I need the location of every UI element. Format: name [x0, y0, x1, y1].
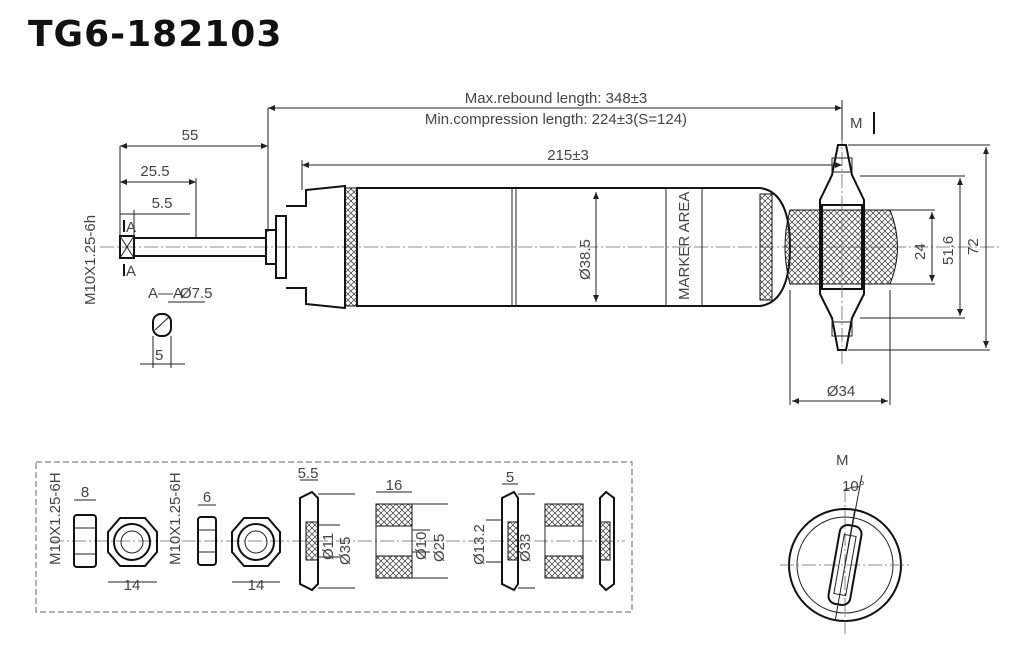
dimensions: Max.rebound length: 348±3 Min.compressio…: [82, 90, 990, 405]
view-m-pin: [827, 510, 863, 620]
washer2-inner: Ø13.2: [471, 524, 488, 565]
washer2-thickness: 5: [506, 469, 514, 486]
nut1-thread: M10X1.25-6H: [47, 472, 64, 565]
nut2-across: 14: [248, 577, 265, 594]
nut1-front: [107, 517, 158, 567]
dim-section-diameter: Ø7.5: [180, 285, 213, 302]
marker-area-box: [665, 187, 703, 307]
part-number-title: TG6-182103: [28, 14, 283, 55]
washer2-outer: Ø33: [517, 534, 534, 562]
washer1-inner: Ø11: [320, 533, 337, 560]
section-aa-shape: [152, 313, 172, 337]
bushing1-upper: [375, 503, 413, 527]
seal-hatch: [344, 187, 358, 307]
eye-bushing: [784, 209, 898, 285]
nut1-across: 14: [124, 577, 141, 594]
dim-thread: M10X1.25-6h: [82, 215, 99, 305]
washer3-profile: [599, 490, 615, 592]
mounting-kit-parts: 8 M10X1.25-6H 14 6 M10X1.25-6H 14 5.5 Ø1…: [35, 461, 633, 613]
bushing2-upper: [544, 503, 584, 527]
kit-box: [35, 461, 633, 613]
mounting-pin: [819, 144, 865, 351]
bushing1-inner: Ø10: [413, 532, 430, 560]
dim-55: 55: [182, 127, 199, 144]
washer1-profile: [299, 490, 319, 592]
section-a-top: A: [126, 219, 136, 236]
nut2-front: [231, 517, 281, 567]
view-m-detail: M 10°: [780, 452, 910, 635]
bushing2-lower: [544, 555, 584, 579]
dim-min-compression: Min.compression length: 224±3(S=124): [425, 111, 687, 128]
dim-body-diameter: Ø38.5: [577, 239, 594, 280]
nut2-side: [197, 516, 217, 566]
view-m-marker: M: [850, 115, 863, 132]
nut2-thread: M10X1.25-6H: [167, 472, 184, 565]
dim-section-flat: 5: [155, 347, 163, 364]
bushing1-width: 16: [386, 477, 403, 494]
nut2-width: 6: [203, 489, 211, 506]
dim-5-5: 5.5: [152, 195, 173, 212]
bushing1-lower: [375, 555, 413, 579]
dim-25-5: 25.5: [140, 163, 169, 180]
dim-215: 215±3: [547, 147, 589, 164]
base-seal-hatch: [759, 193, 773, 301]
dim-72: 72: [965, 238, 982, 255]
dim-24: 24: [912, 243, 929, 260]
washer1-outer: Ø35: [337, 537, 354, 565]
shock-absorber-main-view: MARKER AREA Ø38.5: [100, 130, 1000, 365]
dim-51-6: 51.6: [940, 236, 957, 265]
section-aa-label: A—A: [148, 285, 183, 302]
marker-area-label: MARKER AREA: [676, 192, 693, 300]
view-m-title: M: [836, 452, 849, 469]
section-a-bottom: A: [126, 263, 136, 280]
bushing1-outer: Ø25: [431, 534, 448, 562]
nut1-width: 8: [81, 484, 89, 501]
dim-max-rebound: Max.rebound length: 348±3: [465, 90, 648, 107]
dim-34: Ø34: [827, 383, 855, 400]
rod-plate: [275, 215, 287, 279]
view-m-angle: 10°: [842, 478, 865, 495]
washer2-profile: [501, 490, 519, 592]
nut1-side: [73, 514, 97, 568]
washer1-thickness: 5.5: [298, 465, 319, 482]
